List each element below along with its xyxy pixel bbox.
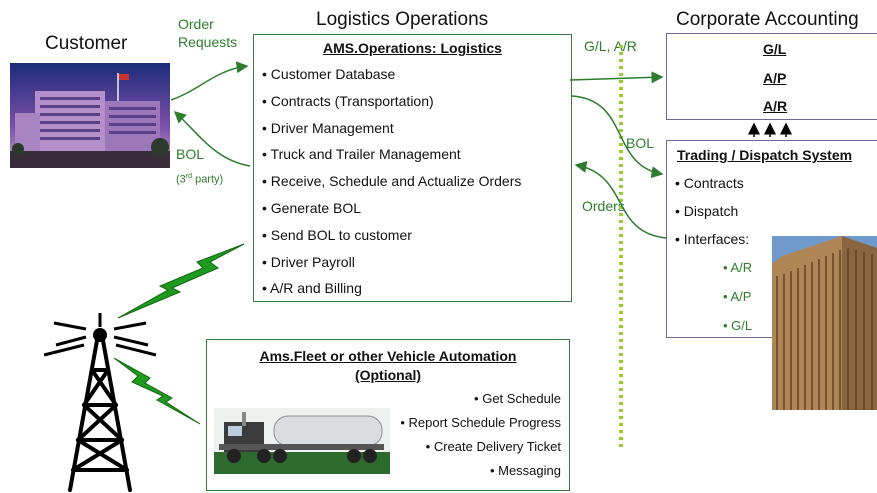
list-item: G/L: [723, 318, 752, 347]
skyscraper-photo: [772, 236, 877, 410]
logistics-heading: Logistics Operations: [316, 9, 489, 30]
list-item: Contracts (Transportation): [262, 93, 521, 120]
logistics-box: AMS.Operations: Logistics Customer Datab…: [253, 34, 572, 302]
corporate-item-ar: A/R: [763, 98, 788, 114]
list-item: Messaging: [400, 463, 561, 487]
fleet-title-line1: Ams.Fleet or other Vehicle Automation: [259, 348, 517, 364]
corporate-accounting-heading: Corporate Accounting: [676, 9, 859, 30]
bol-right-label: BOL: [626, 135, 655, 151]
gl-ar-arrow: [569, 71, 664, 84]
list-item: Receive, Schedule and Actualize Orders: [262, 173, 522, 200]
lightning-bolt-icon: [117, 243, 245, 319]
list-item: Driver Payroll: [262, 254, 521, 281]
list-item: A/R and Billing: [262, 280, 521, 307]
third-party-label: (3rd party): [176, 173, 224, 186]
logistics-list: Customer Database Contracts (Transportat…: [262, 66, 521, 307]
list-item: Truck and Trailer Management: [262, 146, 521, 173]
tanker-truck-photo: [214, 408, 390, 474]
fleet-title-line2: (Optional): [354, 367, 422, 383]
list-item: Report Schedule Progress: [400, 415, 561, 439]
bol-left-label: BOL: [176, 146, 205, 162]
list-item: Interfaces:: [675, 231, 749, 259]
customer-heading: Customer: [45, 33, 128, 54]
list-item: Create Delivery Ticket: [400, 439, 561, 463]
list-item: Dispatch: [675, 203, 749, 231]
interfaces-list: A/R A/P G/L: [723, 260, 752, 347]
trading-list: Contracts Dispatch Interfaces:: [675, 175, 749, 259]
order-requests-arrow: [170, 61, 249, 101]
list-item: A/P: [723, 289, 752, 318]
fleet-box-title: Ams.Fleet or other Vehicle Automation (O…: [207, 347, 569, 385]
bol-to-trading-arrow: [571, 95, 664, 179]
logistics-box-title: AMS.Operations: Logistics: [323, 40, 502, 56]
gl-ar-label: G/L, A/R: [584, 38, 637, 54]
orders-arrow: [574, 161, 667, 239]
order-requests-label-line1: Order: [178, 16, 214, 32]
fleet-list: Get Schedule Report Schedule Progress Cr…: [400, 391, 561, 487]
corporate-item-gl: G/L: [763, 41, 787, 57]
list-item: Send BOL to customer: [262, 227, 521, 254]
radio-tower-icon: [43, 313, 157, 492]
lightning-bolt-icon: [113, 357, 201, 425]
list-item: Driver Management: [262, 120, 521, 147]
orders-label: Orders: [582, 198, 625, 214]
corporate-accounting-box: G/L A/P A/R: [666, 33, 877, 120]
list-item: Contracts: [675, 175, 749, 203]
list-item: Get Schedule: [400, 391, 561, 415]
bol-to-customer-arrow: [173, 110, 251, 167]
corporate-item-ap: A/P: [763, 70, 787, 86]
list-item: Customer Database: [262, 66, 521, 93]
office-building-photo: [10, 63, 170, 168]
order-requests-label-line2: Requests: [178, 34, 238, 50]
list-item: A/R: [723, 260, 752, 289]
trading-box-title: Trading / Dispatch System: [677, 147, 853, 163]
list-item: Generate BOL: [262, 200, 521, 227]
